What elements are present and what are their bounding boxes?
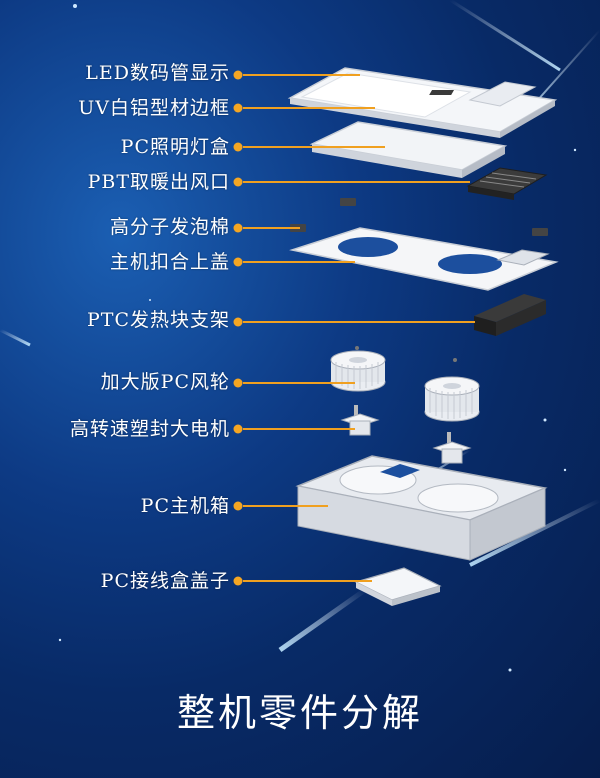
leader-dot [233,424,243,434]
star [508,668,512,672]
star [73,4,77,8]
page-title: 整机零件分解 [176,691,423,735]
leader-dot [233,378,243,388]
meteor-streak [0,328,31,347]
top-cover [289,227,559,291]
ptc-heater-block [474,294,546,336]
star [149,299,151,301]
lighting-box [309,121,508,178]
star [543,418,547,422]
label-pbt-heat-outlet: PBT取暖出风口 [87,171,230,193]
meteor-streak [469,498,600,567]
motor [340,405,380,436]
label-polymer-foam: 高分子发泡棉 [109,216,230,238]
led-frame-panel [287,67,558,138]
leader-dot [233,576,243,586]
label-led-display: LED数码管显示 [85,62,230,84]
label-junction-box-cover: PC接线盒盖子 [100,570,230,592]
heat-outlet-grille [466,167,548,200]
meteor-streak [449,0,561,72]
label-pc-lighting-box: PC照明灯盒 [120,136,230,158]
leader-dot [233,257,243,267]
star [573,148,577,152]
label-pc-fan-wheel: 加大版PC风轮 [100,371,230,393]
main-housing [295,455,548,561]
label-uv-aluminum-frame: UV白铝型材边框 [78,97,230,119]
star [563,468,567,472]
fan-wheel [330,350,386,392]
leader-lines [233,70,475,586]
leader-dot [233,223,243,233]
screw [453,358,457,362]
label-motor: 高转速塑封大电机 [69,418,230,440]
label-top-cover: 主机扣合上盖 [109,251,230,273]
label-pc-main-housing: PC主机箱 [140,495,230,517]
star [58,638,62,642]
leader-dot [233,142,243,152]
fan-wheel [424,376,480,422]
screw [355,346,359,350]
motor [432,432,472,464]
leader-dot [233,103,243,113]
leader-dot [233,177,243,187]
meteor-streak [278,587,367,653]
leader-dot [233,70,243,80]
leader-dot [233,317,243,327]
label-ptc-heater-bracket: PTC发热块支架 [87,309,230,331]
junction-box-cover [354,567,442,606]
leader-dot [233,501,243,511]
